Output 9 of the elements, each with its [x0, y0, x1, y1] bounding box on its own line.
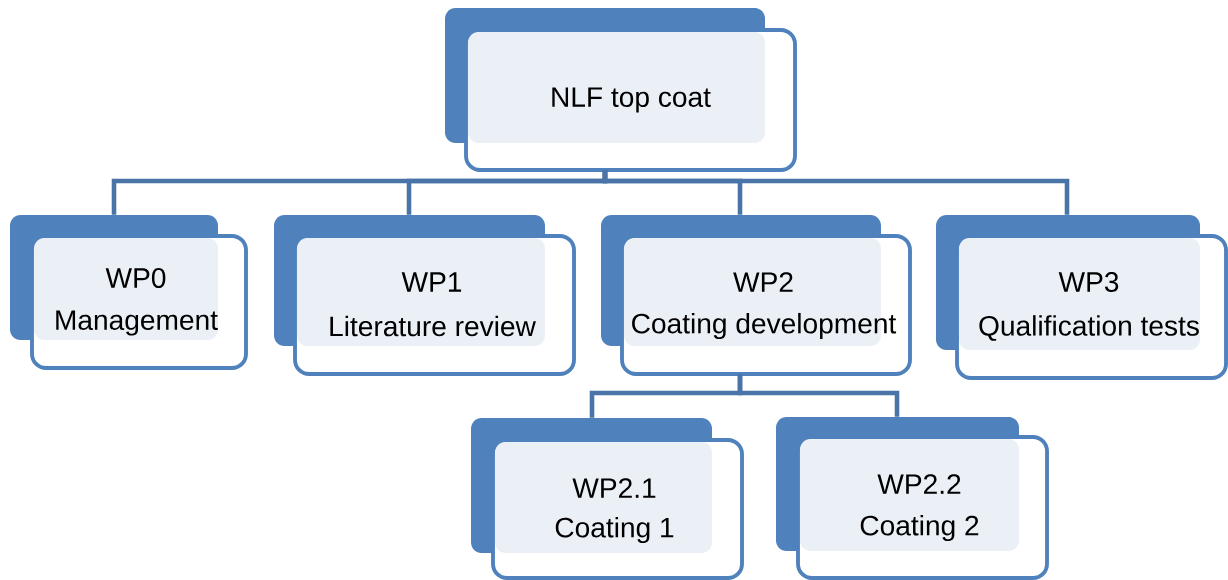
connector-line	[602, 170, 1070, 215]
process-box: WP2 Coating development	[601, 215, 912, 376]
process-box: WP3 Qualification tests	[936, 215, 1228, 380]
connector-line	[737, 374, 900, 417]
process-box: WP2.1 Coating 1	[471, 418, 744, 580]
process-box: WP2.2 Coating 2	[776, 417, 1049, 580]
process-box: WP0 Management	[10, 215, 248, 370]
process-box: WP1 Literature review	[274, 215, 576, 376]
process-box: NLF top coat	[445, 8, 797, 172]
